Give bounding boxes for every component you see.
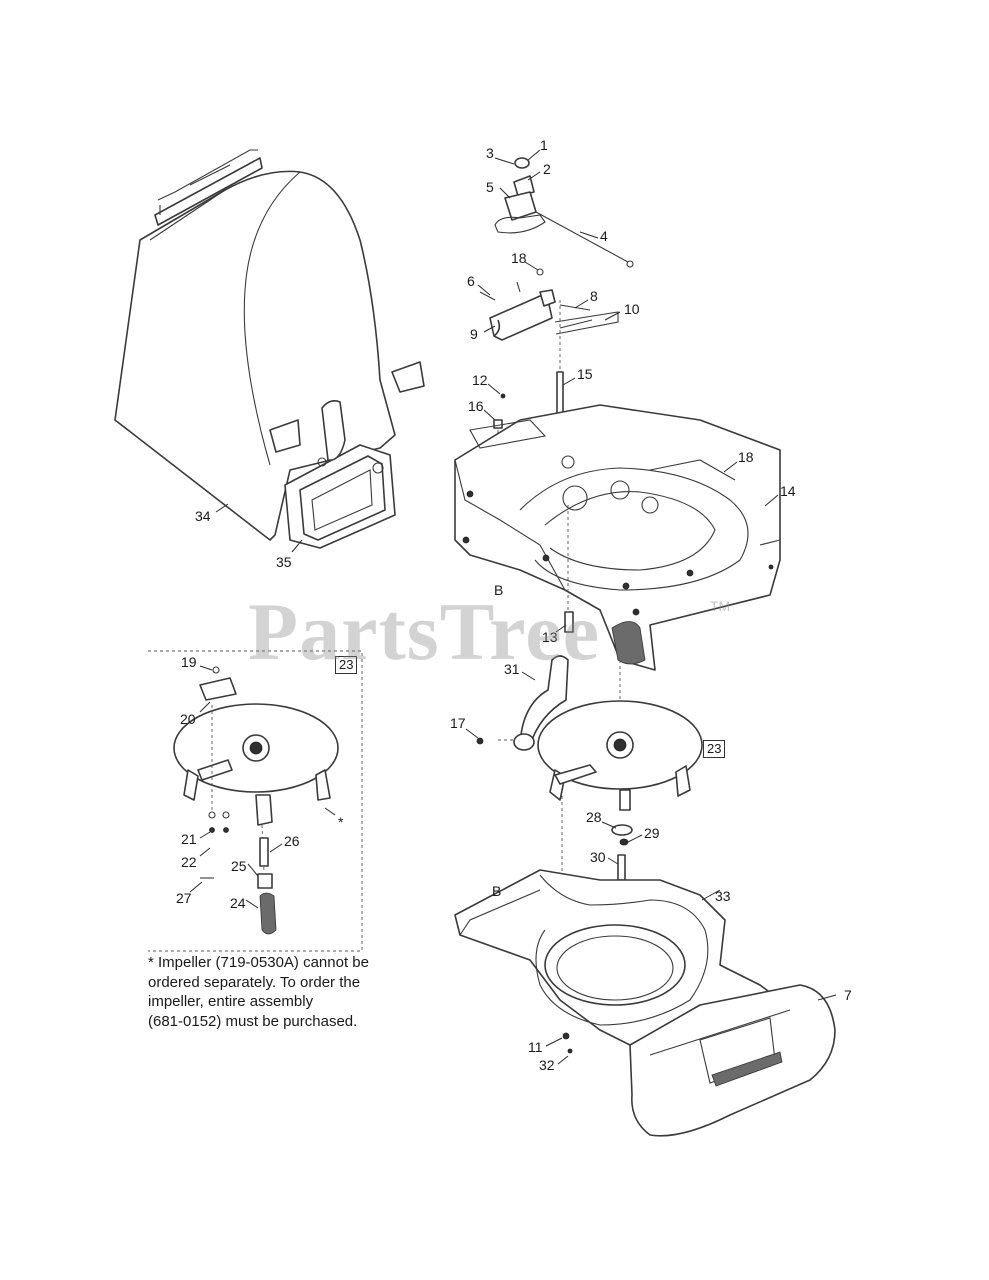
impeller-footnote: * Impeller (719-0530A) cannot be ordered… — [148, 953, 388, 1031]
callout-b-lower: B — [492, 883, 502, 899]
callout-24: 24 — [230, 895, 246, 911]
switch-assembly — [494, 157, 634, 268]
assembly-ref-main: 23 — [703, 740, 726, 758]
watermark-tm: TM — [710, 598, 731, 614]
callout-15: 15 — [577, 366, 593, 382]
lower-housing — [454, 869, 781, 1046]
callout-34: 34 — [195, 508, 211, 524]
callout-16: 16 — [468, 398, 484, 414]
callout-5: 5 — [486, 179, 494, 195]
callout-27: 27 — [176, 890, 192, 906]
collection-bag — [114, 149, 425, 541]
callout-35: 35 — [276, 554, 292, 570]
callout-7: 7 — [844, 987, 852, 1003]
callout-9: 9 — [470, 326, 478, 342]
callout-asterisk: * — [338, 814, 344, 830]
callout-28: 28 — [586, 809, 602, 825]
chute-adapter — [284, 400, 396, 549]
callout-13: 13 — [542, 629, 558, 645]
callout-1: 1 — [540, 137, 548, 153]
bracket-assembly — [479, 268, 619, 341]
callout-19: 19 — [181, 654, 197, 670]
footnote-line-3: impeller, entire assembly — [148, 993, 314, 1010]
footnote-line-4: (681-0152) must be purchased. — [148, 1012, 358, 1030]
callout-18-top: 18 — [511, 250, 527, 266]
callout-14: 14 — [780, 483, 796, 499]
callout-17: 17 — [450, 715, 466, 731]
callout-30: 30 — [590, 849, 606, 865]
callout-8: 8 — [590, 288, 598, 304]
callout-2: 2 — [543, 161, 551, 177]
callout-21: 21 — [181, 831, 197, 847]
callout-6: 6 — [467, 273, 475, 289]
callout-33: 33 — [715, 888, 731, 904]
callout-20: 20 — [180, 711, 196, 727]
callout-12: 12 — [472, 372, 488, 388]
blower-housing — [454, 404, 781, 671]
inset-panel — [148, 650, 363, 952]
footnote-line-1: * Impeller (719-0530A) cannot be — [148, 954, 369, 971]
nozzle — [629, 984, 836, 1137]
callout-25: 25 — [231, 858, 247, 874]
callout-22: 22 — [181, 854, 197, 870]
callout-b-upper: B — [494, 582, 504, 598]
callout-18-right: 18 — [738, 449, 754, 465]
callout-3: 3 — [486, 145, 494, 161]
housing-vent — [611, 621, 646, 665]
elbow-31 — [476, 655, 569, 751]
callout-32: 32 — [539, 1057, 555, 1073]
callout-10: 10 — [624, 301, 640, 317]
impeller-main — [537, 700, 703, 811]
watermark: PartsTree — [248, 586, 601, 677]
assembly-ref-inset: 23 — [335, 656, 358, 674]
leader-lines — [189, 149, 837, 1065]
callout-4: 4 — [600, 228, 608, 244]
footnote-line-2: ordered separately. To order the — [148, 973, 361, 991]
callout-29: 29 — [644, 825, 660, 841]
callout-26: 26 — [284, 833, 300, 849]
callout-11: 11 — [528, 1039, 543, 1055]
callout-31: 31 — [504, 661, 520, 677]
